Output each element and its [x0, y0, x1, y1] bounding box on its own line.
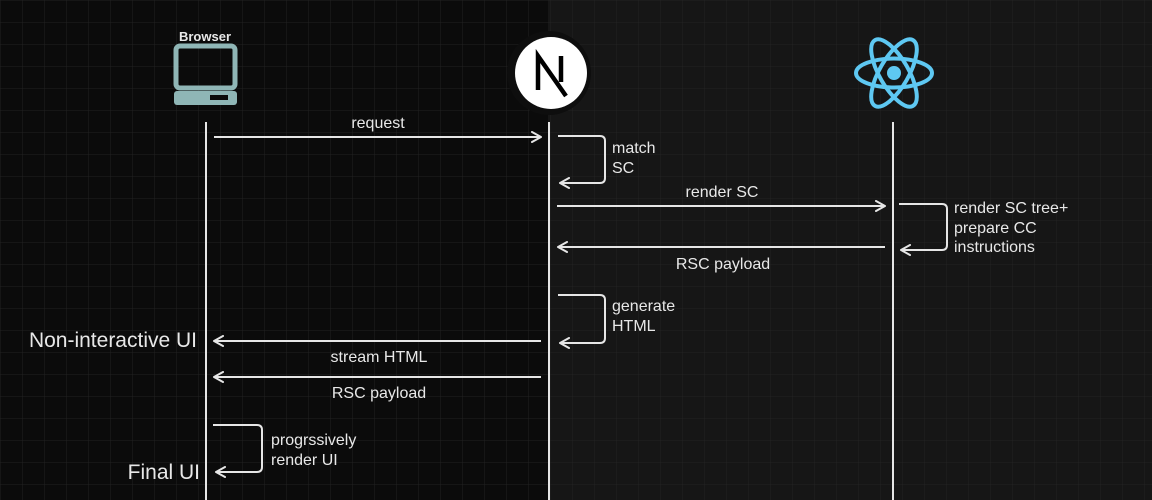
nextjs-logo-icon — [515, 37, 587, 109]
react-logo-icon — [854, 37, 934, 109]
render-tree-label-line3: instructions — [954, 239, 1035, 256]
laptop-icon — [173, 43, 238, 105]
render-tree-loop-arrow — [899, 203, 948, 256]
progressive-render-loop-arrow — [213, 424, 263, 478]
stream-html-label: stream HTML — [331, 349, 428, 366]
render-tree-label-line1: render SC tree+ — [954, 200, 1068, 217]
progressive-label-line1: progrssively — [271, 432, 356, 449]
final-ui-state: Final UI — [128, 461, 200, 484]
generate-html-label-line1: generate — [612, 298, 675, 315]
browser-participant: Browser — [173, 29, 238, 105]
match-sc-label-line1: match — [612, 140, 656, 157]
render-sc-label: render SC — [686, 184, 759, 201]
generate-html-label-line2: HTML — [612, 318, 656, 335]
progressive-label-line2: render UI — [271, 452, 338, 469]
browser-label: Browser — [179, 29, 231, 44]
request-label: request — [351, 115, 405, 132]
generate-html-loop-arrow — [558, 294, 606, 349]
render-tree-label-line2: prepare CC — [954, 220, 1037, 237]
match-sc-loop-arrow — [558, 135, 606, 189]
rsc-payload-label-1: RSC payload — [676, 256, 770, 273]
match-sc-label-line2: SC — [612, 160, 634, 177]
rsc-payload-label-2: RSC payload — [332, 385, 426, 402]
non-interactive-ui-state: Non-interactive UI — [29, 329, 197, 352]
nextjs-participant — [507, 31, 591, 115]
